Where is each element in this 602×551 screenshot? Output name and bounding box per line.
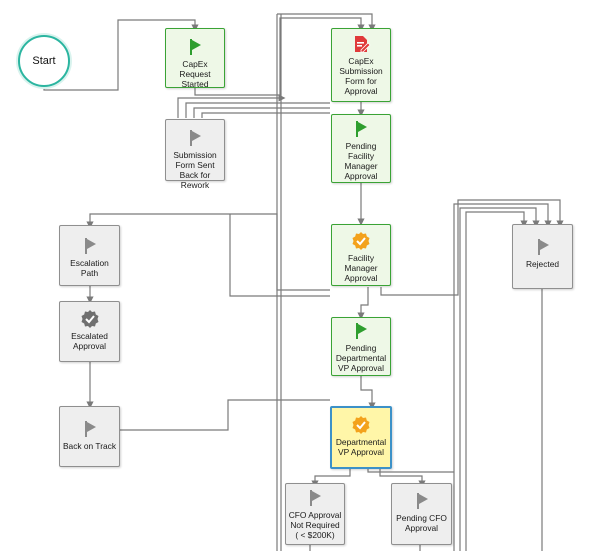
node-label: CapEx Submission Form for Approval	[339, 56, 383, 96]
flag-icon	[356, 323, 367, 339]
connector-request-to-submission	[194, 17, 365, 96]
connector-rej-3	[459, 207, 540, 551]
node-escalated-approval[interactable]: Escalated Approval	[59, 301, 120, 362]
flag-icon	[356, 121, 367, 137]
node-label: CapEx Request Started	[179, 59, 211, 89]
node-pending-facility-manager[interactable]: Pending Facility Manager Approval	[331, 114, 391, 183]
flag-icon	[84, 421, 96, 437]
connector-rej-4	[465, 211, 528, 551]
node-pending-cfo-approval[interactable]: Pending CFO Approval	[391, 483, 452, 545]
connector-rej-2	[453, 203, 552, 551]
connector-escalation-back	[229, 214, 330, 297]
node-pending-departmental-vp[interactable]: Pending Departmental VP Approval	[331, 317, 391, 376]
connector-loop-3	[193, 107, 330, 118]
document-edit-icon	[355, 36, 371, 53]
connector-dvp-to-reject	[367, 469, 454, 473]
start-label: Start	[32, 55, 56, 67]
flag-icon	[537, 239, 549, 255]
node-label: Escalation Path	[70, 258, 109, 278]
node-label: Submission Form Sent Back for Rework	[173, 150, 217, 190]
node-label: Facility Manager Approval	[344, 253, 378, 283]
connector-backontrack-to-dvp	[120, 399, 330, 431]
check-badge-icon	[352, 416, 370, 434]
node-submission-sent-back[interactable]: Submission Form Sent Back for Rework	[165, 119, 225, 190]
node-rejected[interactable]: Rejected	[512, 224, 573, 289]
node-label: Back on Track	[62, 441, 117, 451]
node-departmental-vp-approval[interactable]: Departmental VP Approval	[330, 406, 392, 469]
connector-fm-to-pendingdvp	[357, 287, 369, 320]
connector-loop-1	[177, 94, 286, 118]
node-label: Pending CFO Approval	[396, 513, 447, 533]
flag-icon	[190, 39, 201, 55]
node-cfo-approval-not-required[interactable]: CFO Approval Not Required ( < $200K)	[285, 483, 345, 545]
connector-dvp-to-pendingcfo	[379, 469, 426, 488]
start-node[interactable]: Start	[18, 35, 70, 87]
connector-fm-to-escalation	[86, 213, 330, 291]
flag-icon	[310, 490, 321, 506]
connector-fm-to-rejected	[380, 199, 564, 296]
node-label: CFO Approval Not Required ( < $200K)	[288, 510, 342, 540]
node-label: Rejected	[525, 259, 560, 269]
node-label: Escalated Approval	[71, 331, 108, 351]
node-back-on-track[interactable]: Back on Track	[59, 406, 120, 467]
connector-loop-2	[185, 102, 330, 118]
node-label: Pending Departmental VP Approval	[335, 343, 387, 373]
connector-pendingdvp-to-dvp	[360, 376, 376, 410]
flag-icon	[190, 130, 201, 146]
node-capex-request-started[interactable]: CapEx Request Started	[165, 28, 225, 89]
node-facility-manager-approval[interactable]: Facility Manager Approval	[331, 224, 391, 286]
flag-icon	[84, 238, 96, 254]
connector-dvp-to-cfonotreq	[311, 469, 351, 488]
node-capex-submission-form[interactable]: CapEx Submission Form for Approval	[331, 28, 391, 102]
node-label: Departmental VP Approval	[335, 437, 387, 457]
node-label: Pending Facility Manager Approval	[344, 141, 378, 181]
node-escalation-path[interactable]: Escalation Path	[59, 225, 120, 286]
connector-start-to-request	[43, 19, 199, 91]
connector-rail-3	[277, 13, 376, 32]
check-badge-icon	[81, 310, 98, 328]
connector-loop-4	[201, 112, 330, 118]
flag-icon	[416, 493, 428, 509]
check-badge-icon	[352, 232, 370, 250]
